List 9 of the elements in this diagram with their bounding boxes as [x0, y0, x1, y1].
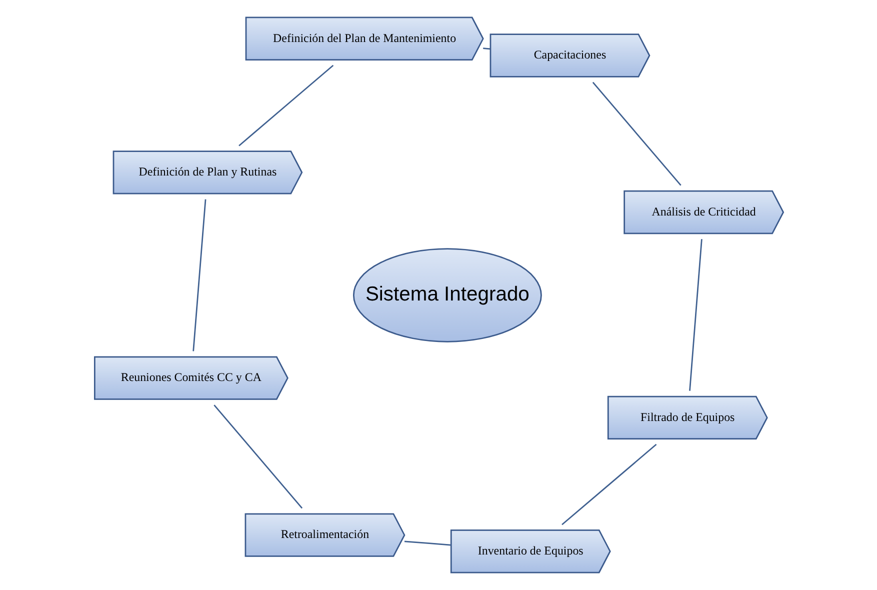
connector	[592, 82, 681, 186]
connector	[482, 48, 490, 50]
connector	[561, 444, 656, 526]
connector	[404, 540, 451, 546]
connector	[213, 404, 302, 509]
connector	[688, 239, 702, 391]
connector	[192, 199, 206, 352]
connector	[238, 64, 334, 146]
node-ellipse: Sistema Integrado	[352, 248, 542, 342]
